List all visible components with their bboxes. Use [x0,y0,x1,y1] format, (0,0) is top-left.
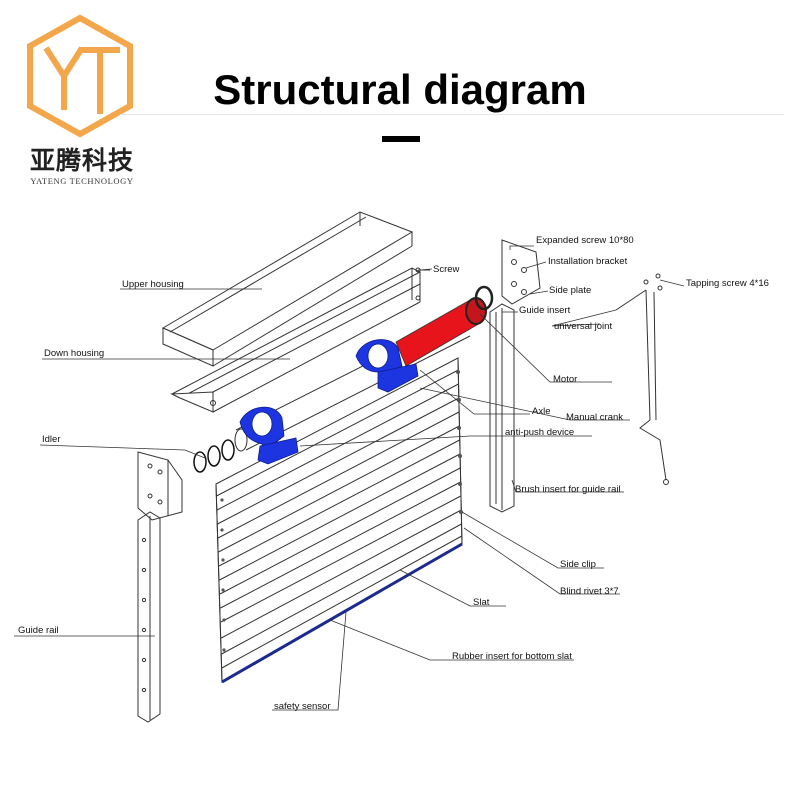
logo-en-name: YATENG TECHNOLOGY [30,176,134,186]
label-brush-insert: Brush insert for guide rail [515,484,621,495]
label-side-clip: Side clip [560,559,596,570]
logo-hexagon [27,14,133,138]
label-tapping-screw: Tapping screw 4*16 [686,278,769,289]
upper-housing-part [161,211,414,367]
label-anti-push-device: anti-push device [505,427,575,438]
down-housing-part [170,267,422,413]
left-end-plate [137,451,183,521]
side-clips [220,370,463,652]
label-motor: Motor [553,374,578,385]
label-guide-rail: Guide rail [18,625,59,636]
label-idler: Idler [42,434,61,445]
label-safety-sensor: safety sensor [274,701,331,712]
label-screw: Screw [433,264,460,275]
rubber-insert-strip [221,542,463,684]
label-blind-rivet: Blind rivet 3*7 [560,586,619,597]
label-manual-crank: Manual crank [566,412,624,423]
manual-crank-part [615,273,669,485]
label-axle: Axle [532,406,551,417]
label-universal-joint: universal joint [554,321,613,332]
title-underline [382,136,420,142]
label-rubber-insert: Rubber insert for bottom slat [452,651,572,662]
logo-cn-name: 亚腾科技 [29,146,134,175]
right-side-plate [501,239,541,305]
label-down-housing: Down housing [44,348,105,359]
header-rule [120,114,784,115]
logo-y-glyph [43,46,85,110]
motor-part [395,285,494,367]
label-expanded-screw: Expanded screw 10*80 [536,235,634,246]
right-guide-rail [489,303,515,513]
label-installation-bracket: Installation bracket [548,256,628,267]
idler-part [193,439,235,473]
slat-curtain [215,357,463,683]
label-side-plate: Side plate [549,285,592,296]
logo-t-glyph [80,47,120,114]
anti-push-bracket-left [239,406,299,465]
label-upper-housing: Upper housing [122,279,184,290]
label-guide-insert: Guide insert [519,305,571,316]
anti-push-bracket-right [355,339,419,393]
company-logo [27,14,133,138]
leader-lines [14,245,685,711]
left-guide-rail [137,511,161,723]
label-slat: Slat [473,597,490,608]
page-title: Structural diagram [213,66,587,113]
